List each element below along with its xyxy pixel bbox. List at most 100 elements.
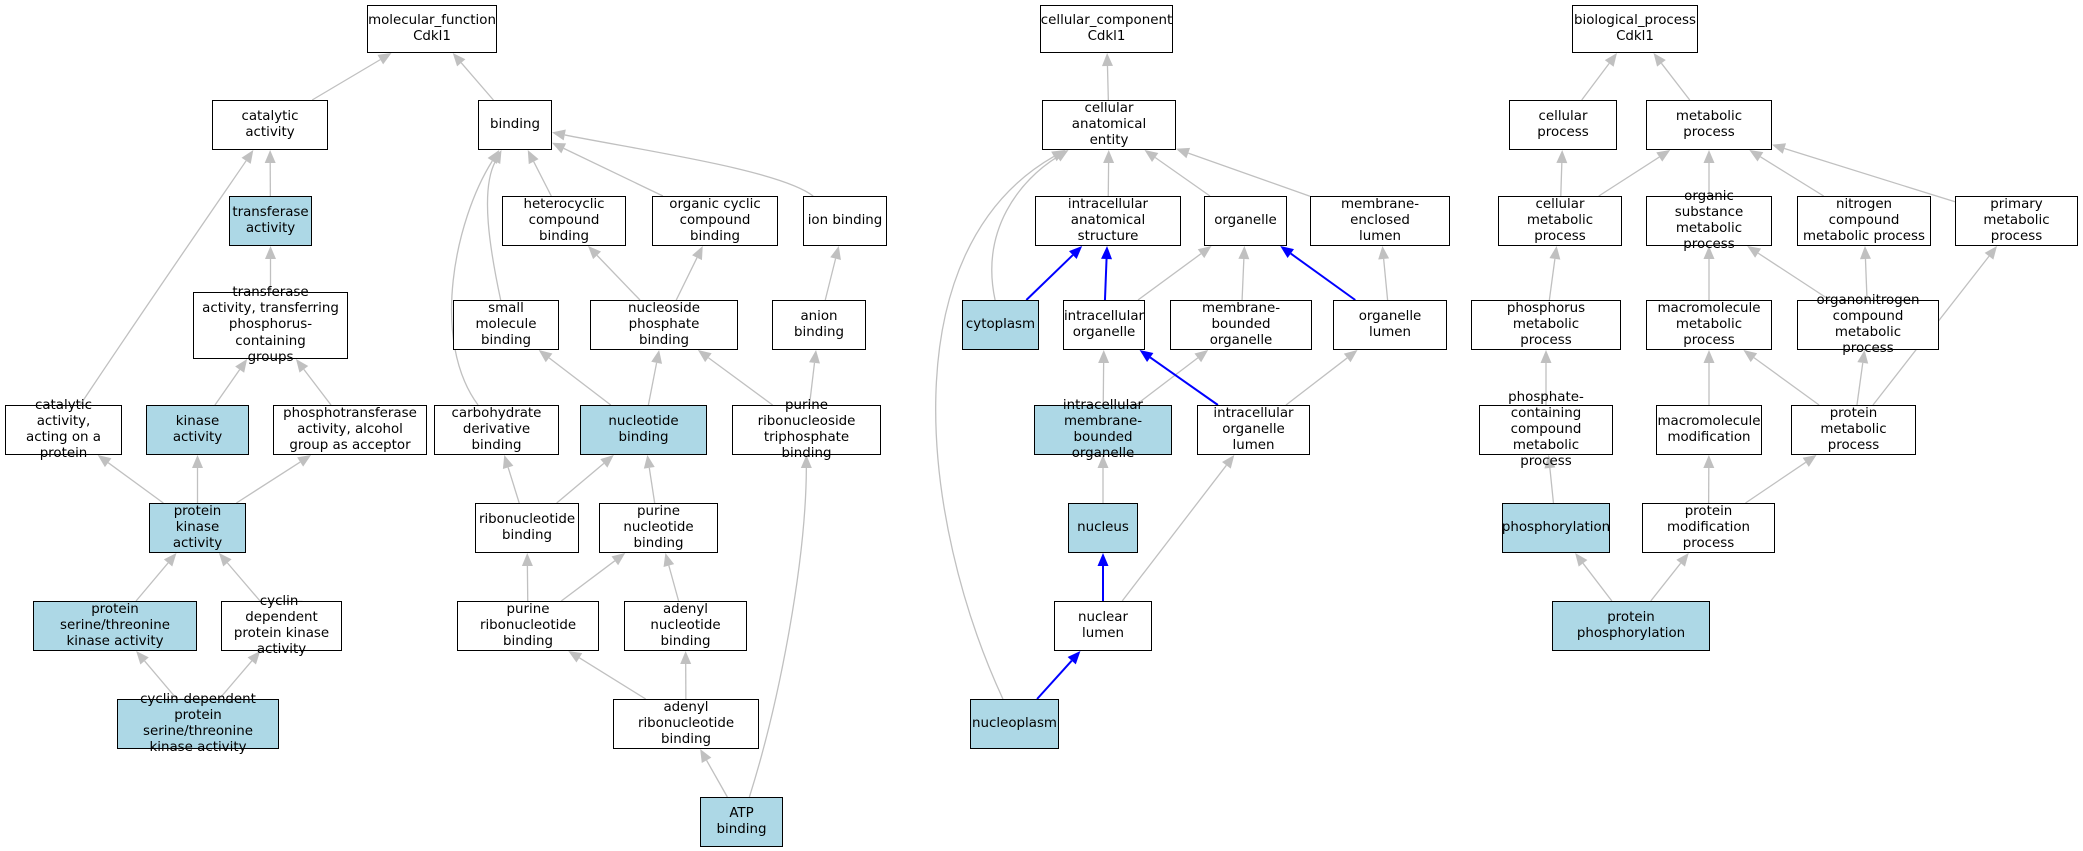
edge-nucleotide-binding-to-nucleoside-phosphate <box>647 362 658 406</box>
node-phosphorylation[interactable]: phosphorylation <box>1502 503 1610 553</box>
edge-membrane-enclosed-to-cell-anat <box>1188 152 1311 197</box>
node-intracell-struct[interactable]: intracellular anatomical structure <box>1035 196 1181 246</box>
node-purine-ribonucleotide[interactable]: purine ribonucleotide binding <box>457 601 599 651</box>
edge-binding-to-mf-root-arrowhead <box>452 53 466 67</box>
edge-nucleoplasm-to-cell-anat-arrowhead <box>1051 150 1066 162</box>
node-cell-anat[interactable]: cellular anatomical entity <box>1042 100 1176 150</box>
edge-intracell-org-lumen-to-organelle-lumen-arrowhead <box>1343 350 1358 363</box>
node-cdk-activity[interactable]: cyclin-dependent protein kinase activity <box>221 594 342 657</box>
node-nucleoside-phosphate[interactable]: nucleoside phosphate binding <box>590 300 738 350</box>
edge-heterocyclic-to-binding <box>533 161 552 197</box>
node-cytoplasm[interactable]: cytoplasm <box>962 300 1039 350</box>
edge-purine-ribonucleotide-to-purine-nucleotide-arrowhead <box>611 553 626 566</box>
node-intracell-org-lumen[interactable]: intracellular organelle lumen <box>1197 405 1310 455</box>
node-intracell-mb-organelle[interactable]: intracellular membrane-bounded organelle <box>1034 398 1172 461</box>
node-transferase[interactable]: transferase activity <box>229 196 312 246</box>
node-protein-metabolic[interactable]: protein metabolic process <box>1791 405 1916 455</box>
node-phosphate-containing[interactable]: phosphate-containing compound metabolic … <box>1479 390 1613 469</box>
edge-intracell-org-lumen-to-intracell-organelle-arrowhead <box>1139 350 1154 362</box>
edge-organelle-lumen-to-membrane-enclosed-arrowhead <box>1378 246 1390 260</box>
node-organelle-lumen[interactable]: organelle lumen <box>1333 300 1447 350</box>
node-transf-phos[interactable]: transferase activity, transferring phosp… <box>193 285 348 365</box>
node-nucleoplasm[interactable]: nucleoplasm <box>970 699 1059 749</box>
node-carbohydrate-deriv[interactable]: carbohydrate derivative binding <box>434 405 559 455</box>
node-adenyl-nucleotide[interactable]: adenyl nucleotide binding <box>624 601 747 651</box>
edge-adenyl-nucleotide-to-purine-nucleotide <box>668 565 680 602</box>
node-nucleus[interactable]: nucleus <box>1068 503 1138 553</box>
node-purine-nucleotide[interactable]: purine nucleotide binding <box>599 503 718 553</box>
node-binding[interactable]: binding <box>478 100 552 150</box>
edge-purine-ribonucleoside-tp-to-nucleoside-phosphate <box>708 357 773 406</box>
edge-purine-ribonucleoside-tp-to-anion-binding <box>808 362 816 406</box>
edge-purine-nucleotide-to-nucleotide-binding <box>648 467 656 504</box>
edge-purine-ribonucleotide-to-ribonucleotide-arrowhead <box>521 553 533 567</box>
node-anion-binding[interactable]: anion binding <box>772 300 866 350</box>
node-phosphorus-met[interactable]: phosphorus metabolic process <box>1471 300 1621 350</box>
node-organic-subst[interactable]: organic substance metabolic process <box>1646 189 1772 252</box>
edge-ion-binding-to-binding-arrowhead <box>552 129 566 141</box>
node-cellular-process[interactable]: cellular process <box>1509 100 1617 150</box>
node-heterocyclic[interactable]: heterocyclic compound binding <box>502 196 626 246</box>
node-protein-mod[interactable]: protein modification process <box>1642 503 1775 553</box>
edge-transferase-to-catalytic-arrowhead <box>264 150 276 164</box>
edge-organelle-to-cell-anat <box>1154 156 1211 197</box>
edge-purine-ribonucleoside-tp-to-nucleoside-phosphate-arrowhead <box>697 350 712 363</box>
node-cell-metabolic[interactable]: cellular metabolic process <box>1498 196 1622 246</box>
edge-cell-metabolic-to-metabolic-process-arrowhead <box>1656 150 1671 162</box>
node-organic-cyclic[interactable]: organic cyclic compound binding <box>652 196 778 246</box>
edge-nucleoplasm-to-cell-anat <box>935 155 1055 700</box>
node-ion-binding[interactable]: ion binding <box>803 196 887 246</box>
node-cat-protein[interactable]: catalytic activity, acting on a protein <box>5 398 122 461</box>
edge-nucleotide-binding-to-small-molecule-arrowhead <box>538 350 553 363</box>
edge-organelle-to-cell-anat-arrowhead <box>1144 150 1159 162</box>
node-adenyl-ribonucleotide[interactable]: adenyl ribonucleotide binding <box>613 699 759 749</box>
edge-organic-cyclic-to-binding <box>563 147 664 197</box>
node-membrane-enclosed[interactable]: membrane-enclosed lumen <box>1310 196 1450 246</box>
node-nuclear-lumen[interactable]: nuclear lumen <box>1054 601 1152 651</box>
node-organelle[interactable]: organelle <box>1204 196 1287 246</box>
edge-purine-ribonucleotide-to-purine-nucleotide <box>560 560 616 602</box>
node-mf-root[interactable]: molecular_function Cdkl1 <box>367 5 497 53</box>
edge-organelle-lumen-to-organelle <box>1290 252 1356 301</box>
node-macromolecule-mod[interactable]: macromolecule modification <box>1656 405 1762 455</box>
node-catalytic[interactable]: catalytic activity <box>212 100 328 150</box>
edge-macromolecule-met-to-organic-subst-arrowhead <box>1703 246 1715 259</box>
edge-nucleotide-binding-to-nucleoside-phosphate-arrowhead <box>651 350 663 364</box>
node-phosphotransferase[interactable]: phosphotransferase activity, alcohol gro… <box>273 405 427 455</box>
node-organonitrogen[interactable]: organonitrogen compound metabolic proces… <box>1797 293 1939 356</box>
node-kinase[interactable]: kinase activity <box>146 405 249 455</box>
edge-kinase-to-transf-phos <box>214 369 241 406</box>
node-protein-phosphorylation[interactable]: protein phosphorylation <box>1552 601 1710 651</box>
node-macromolecule-met[interactable]: macromolecule metabolic process <box>1646 300 1772 350</box>
node-protein-kinase[interactable]: protein kinase activity <box>149 503 246 553</box>
edge-protein-metabolic-to-macromolecule-met <box>1753 357 1820 406</box>
node-cdk-ser-thr[interactable]: cyclin-dependent protein serine/threonin… <box>117 692 279 755</box>
edge-cdk-activity-to-protein-kinase-arrowhead <box>218 553 232 567</box>
edge-ser-thr-kinase-to-protein-kinase-arrowhead <box>163 553 177 567</box>
node-ribonucleotide[interactable]: ribonucleotide binding <box>475 503 579 553</box>
edge-protein-metabolic-to-organonitrogen <box>1856 362 1864 406</box>
node-cc-root[interactable]: cellular_component Cdkl1 <box>1040 5 1173 53</box>
node-atp-binding[interactable]: ATP binding <box>700 797 783 847</box>
edge-intracell-organelle-to-organelle-arrowhead <box>1197 246 1212 259</box>
edge-protein-mod-to-protein-metabolic-arrowhead <box>1802 455 1817 467</box>
edge-adenyl-nucleotide-to-purine-nucleotide-arrowhead <box>663 553 675 567</box>
edge-nucleoside-phosphate-to-organic-cyclic <box>675 257 698 301</box>
edge-primary-metabolic-to-metabolic-process-arrowhead <box>1772 143 1787 154</box>
node-purine-ribonucleoside-tp[interactable]: purine ribonucleoside triphosphate bindi… <box>732 398 881 461</box>
edge-nitrogen-comp-to-metabolic-process <box>1760 156 1824 197</box>
node-metabolic-process[interactable]: metabolic process <box>1646 100 1772 150</box>
edge-protein-kinase-to-phosphotransferase <box>236 461 301 504</box>
node-small-molecule[interactable]: small molecule binding <box>453 300 559 350</box>
edge-intracell-organelle-to-intracell-struct <box>1103 258 1108 301</box>
edge-cat-protein-to-catalytic <box>79 160 247 406</box>
node-intracell-organelle[interactable]: intracellular organelle <box>1063 300 1145 350</box>
node-membrane-bounded[interactable]: membrane-bounded organelle <box>1170 300 1312 350</box>
node-ser-thr-kinase[interactable]: protein serine/threonine kinase activity <box>33 601 197 651</box>
node-nucleotide-binding[interactable]: nucleotide binding <box>580 405 707 455</box>
edge-ribonucleotide-to-carbohydrate-deriv-arrowhead <box>502 455 514 470</box>
node-primary-metabolic[interactable]: primary metabolic process <box>1955 196 2078 246</box>
node-nitrogen-comp[interactable]: nitrogen compound metabolic process <box>1797 196 1931 246</box>
node-bp-root[interactable]: biological_process Cdkl1 <box>1572 5 1698 53</box>
edge-cell-metabolic-to-cellular-process-arrowhead <box>1556 150 1568 164</box>
